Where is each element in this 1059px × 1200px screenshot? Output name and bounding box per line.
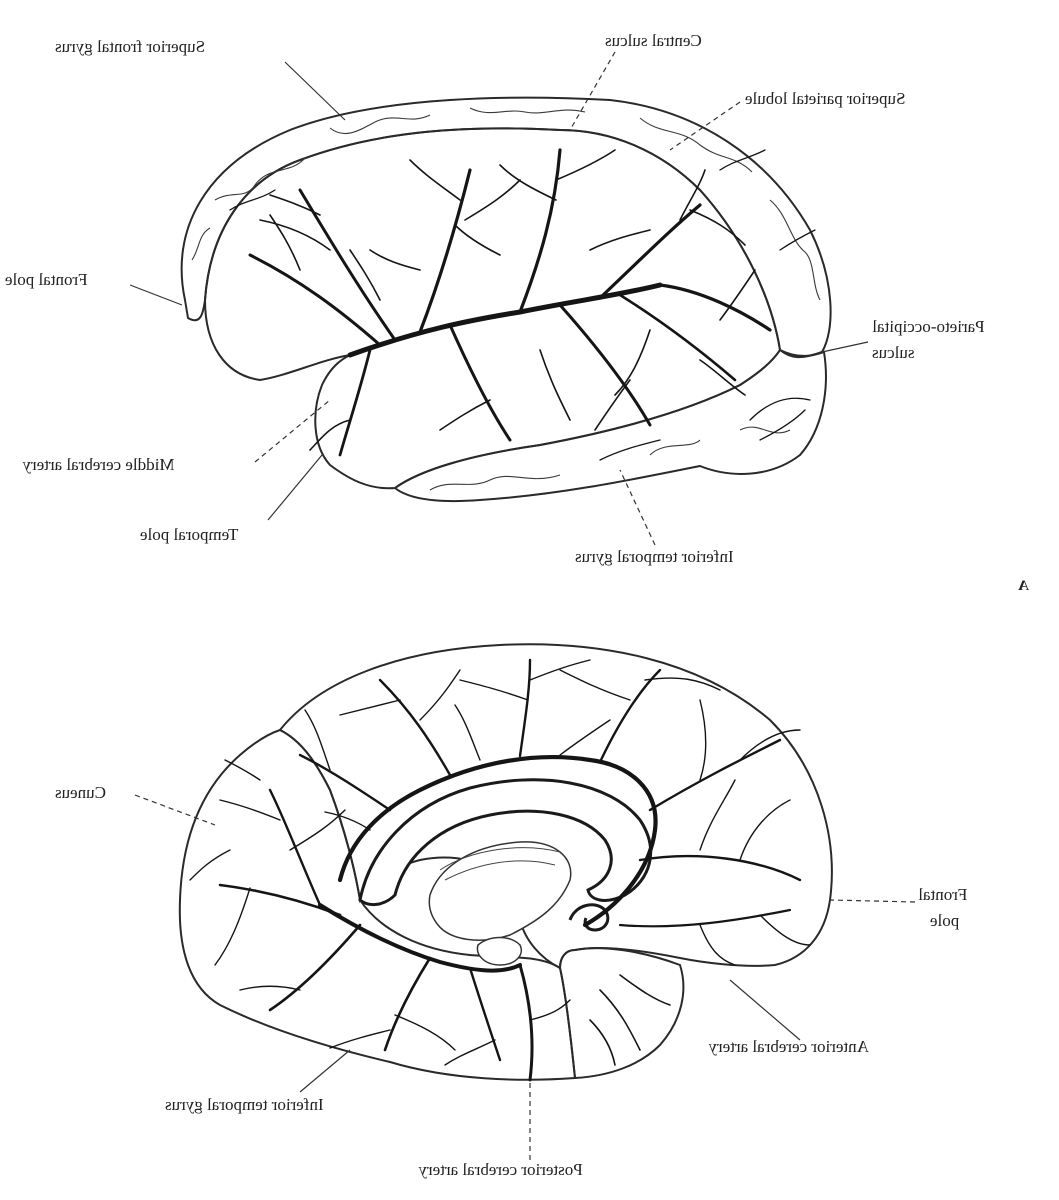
label-middle-cerebral-artery: Middle cerebral artery bbox=[22, 455, 174, 474]
small-vessels-b bbox=[589, 974, 671, 1066]
label-inferior-temporal-gyrus-b: Inferior temporal gyrus bbox=[165, 1095, 324, 1114]
panel-letter-a: A bbox=[1018, 578, 1029, 594]
gyral-outlines-a bbox=[191, 107, 821, 491]
mca-territory-medial bbox=[558, 947, 685, 1080]
label-cuneus: Cuneus bbox=[55, 783, 106, 802]
label-superior-parietal-lobule: Superior parietal lobule bbox=[745, 89, 906, 108]
figure-a-labels: Superior frontal gyrus Central sulcus Su… bbox=[5, 31, 1029, 594]
pca-territory-lateral bbox=[393, 348, 827, 503]
label-parieto-occipital-1: Parieto-occipital bbox=[872, 317, 985, 336]
figure-b-medial-view: Cuneus Frontal pole Anterior cerebral ar… bbox=[55, 643, 967, 1179]
label-parieto-occipital-2: sulcus bbox=[872, 343, 915, 362]
label-anterior-cerebral-artery: Anterior cerebral artery bbox=[708, 1037, 869, 1056]
label-frontal-pole-b-1: Frontal bbox=[918, 885, 967, 904]
small-vessels-a bbox=[229, 149, 816, 461]
anterior-cerebral-artery-tree bbox=[298, 658, 811, 966]
middle-cerebral-artery-tree bbox=[248, 148, 772, 457]
figure-a-lateral-view: Superior frontal gyrus Central sulcus Su… bbox=[5, 31, 1029, 594]
posterior-cerebral-artery-tree bbox=[189, 759, 571, 1082]
label-frontal-pole-b-2: pole bbox=[930, 911, 959, 930]
corpus-callosum bbox=[358, 778, 653, 966]
label-inferior-temporal-gyrus-a: Inferior temporal gyrus bbox=[575, 547, 734, 566]
label-superior-frontal-gyrus: Superior frontal gyrus bbox=[55, 37, 205, 56]
label-temporal-pole: Temporal pole bbox=[140, 525, 238, 544]
label-central-sulcus: Central sulcus bbox=[605, 31, 702, 50]
mca-territory-lateral bbox=[203, 127, 782, 490]
label-posterior-cerebral-artery: Posterior cerebral artery bbox=[418, 1160, 583, 1179]
label-frontal-pole-a: Frontal pole bbox=[5, 270, 88, 289]
pca-territory-medial bbox=[178, 728, 577, 1081]
figure-b-labels: Cuneus Frontal pole Anterior cerebral ar… bbox=[55, 783, 967, 1179]
